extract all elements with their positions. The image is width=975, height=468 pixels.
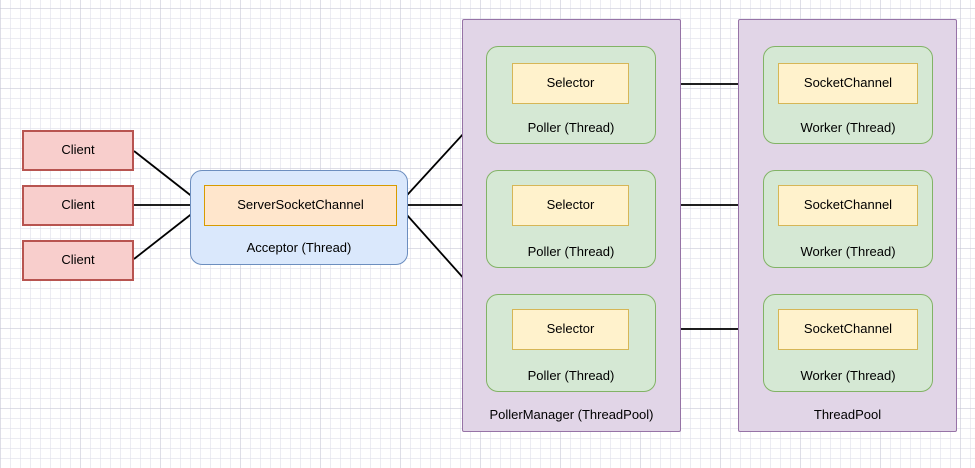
selector-box-2[interactable]: Selector xyxy=(512,185,629,226)
socket-channel-box-2[interactable]: SocketChannel xyxy=(778,185,918,226)
client-box-2[interactable]: Client xyxy=(22,185,134,226)
server-socket-channel-label: ServerSocketChannel xyxy=(237,197,364,213)
client-box-1[interactable]: Client xyxy=(22,130,134,171)
acceptor-group-label: Acceptor (Thread) xyxy=(246,240,352,256)
selector-label-3: Selector xyxy=(546,321,595,337)
socket-channel-label-2: SocketChannel xyxy=(803,197,893,213)
worker-group-label-3: Worker (Thread) xyxy=(800,368,896,384)
socket-channel-label-3: SocketChannel xyxy=(803,321,893,337)
worker-group-label-2: Worker (Thread) xyxy=(800,244,896,260)
selector-label-1: Selector xyxy=(546,75,595,91)
poller-group-label-3: Poller (Thread) xyxy=(527,368,615,384)
thread-pool-label: ThreadPool xyxy=(813,407,882,423)
socket-channel-box-3[interactable]: SocketChannel xyxy=(778,309,918,350)
selector-box-3[interactable]: Selector xyxy=(512,309,629,350)
client-label-3: Client xyxy=(61,252,95,268)
poller-group-label-1: Poller (Thread) xyxy=(527,120,615,136)
selector-label-2: Selector xyxy=(546,197,595,213)
selector-box-1[interactable]: Selector xyxy=(512,63,629,104)
socket-channel-box-1[interactable]: SocketChannel xyxy=(778,63,918,104)
client-box-3[interactable]: Client xyxy=(22,240,134,281)
client-label-1: Client xyxy=(61,142,95,158)
poller-manager-label: PollerManager (ThreadPool) xyxy=(489,407,654,423)
client-label-2: Client xyxy=(61,197,95,213)
socket-channel-label-1: SocketChannel xyxy=(803,75,893,91)
server-socket-channel-box[interactable]: ServerSocketChannel xyxy=(204,185,397,226)
poller-group-label-2: Poller (Thread) xyxy=(527,244,615,260)
worker-group-label-1: Worker (Thread) xyxy=(800,120,896,136)
